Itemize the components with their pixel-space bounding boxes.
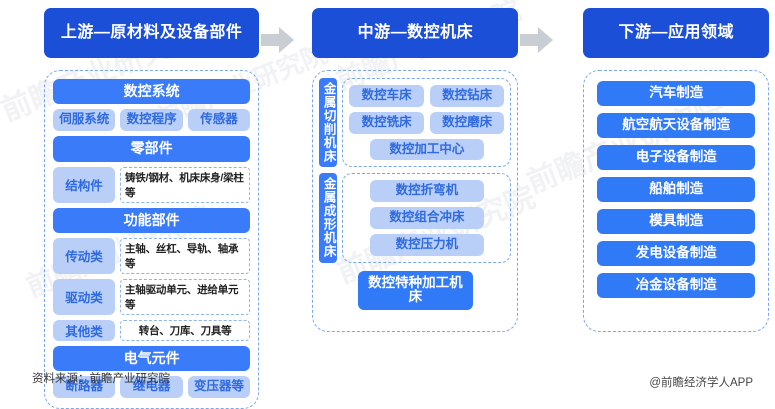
- upstream-row-transmission: 传动类 主轴、丝杠、导轨、轴承等: [53, 237, 251, 274]
- midstream-item-cnc-milling[interactable]: 数控铣床: [349, 111, 424, 134]
- downstream-header: 下游—应用领域: [583, 8, 769, 58]
- midstream-item-cnc-lathe[interactable]: 数控车床: [349, 85, 424, 107]
- upstream-heading-electrical[interactable]: 电气元件: [53, 345, 251, 372]
- downstream-body: 汽车制造 航空航天设备制造 电子设备制造 船舶制造 模具制造 发电设备制造 冶金…: [583, 70, 769, 332]
- midstream-group-metal-cutting-box: 数控车床 数控钻床 数控铣床 数控磨床 数控加工中心: [342, 78, 512, 168]
- midstream-item-machining-center[interactable]: 数控加工中心: [369, 138, 485, 161]
- midstream-bottom-row: 数控特种加工机床: [319, 269, 511, 311]
- midstream-item-cnc-press[interactable]: 数控压力机: [369, 233, 485, 256]
- midstream-column: 中游—数控机床 金属切削机床 数控车床 数控钻床 数控铣床 数控磨床 数控加工中…: [312, 8, 519, 332]
- upstream-value-other: 转台、刀库、刀具等: [120, 319, 251, 341]
- downstream-item-power-generation[interactable]: 发电设备制造: [597, 241, 755, 266]
- midstream-item-cnc-combined-punch[interactable]: 数控组合冲床: [369, 207, 485, 229]
- upstream-tag-structural[interactable]: 结构件: [53, 166, 115, 203]
- midstream-item-special-machining[interactable]: 数控特种加工机床: [357, 270, 473, 311]
- midstream-row-2: 数控铣床 数控磨床: [349, 111, 505, 134]
- upstream-heading-functional-parts[interactable]: 功能部件: [53, 207, 251, 233]
- source-note: 资料来源：前瞻产业研究院: [32, 373, 170, 385]
- upstream-body: 数控系统 伺服系统 数控程序 传感器 零部件 结构件 铸铁/钢材、机床床身/梁柱…: [44, 70, 260, 409]
- midstream-label-metal-forming: 金属成形机床: [319, 173, 338, 263]
- midstream-body: 金属切削机床 数控车床 数控钻床 数控铣床 数控磨床 数控加工中心 金属成形机床: [312, 70, 519, 332]
- midstream-group-metal-cutting: 金属切削机床 数控车床 数控钻床 数控铣床 数控磨床 数控加工中心: [319, 78, 512, 168]
- midstream-group-metal-forming-box: 数控折弯机 数控组合冲床 数控压力机: [342, 173, 512, 263]
- upstream-heading-cnc-system[interactable]: 数控系统: [53, 79, 251, 105]
- midstream-item-cnc-bending[interactable]: 数控折弯机: [369, 180, 485, 202]
- upstream-column: 上游—原材料及设备部件 数控系统 伺服系统 数控程序 传感器 零部件 结构件 铸…: [44, 8, 260, 409]
- downstream-item-shipbuilding[interactable]: 船舶制造: [597, 177, 755, 202]
- upstream-tag-other[interactable]: 其他类: [53, 319, 115, 341]
- midstream-group-metal-forming: 金属成形机床 数控折弯机 数控组合冲床 数控压力机: [319, 173, 512, 263]
- arrow-right-icon: [260, 27, 294, 53]
- arrow-midstream-to-downstream-wrap: [518, 8, 555, 54]
- upstream-header: 上游—原材料及设备部件: [44, 8, 260, 58]
- upstream-item-sensor[interactable]: 传感器: [187, 109, 251, 132]
- upstream-cnc-system-items: 伺服系统 数控程序 传感器: [53, 109, 251, 132]
- upstream-tag-drive[interactable]: 驱动类: [53, 278, 115, 315]
- midstream-row-1: 数控车床 数控钻床: [349, 85, 505, 107]
- upstream-row-structural-parts: 结构件 铸铁/钢材、机床床身/梁柱等: [53, 166, 251, 203]
- downstream-column: 下游—应用领域 汽车制造 航空航天设备制造 电子设备制造 船舶制造 模具制造 发…: [583, 8, 769, 332]
- downstream-item-aerospace[interactable]: 航空航天设备制造: [597, 113, 755, 138]
- upstream-row-other: 其他类 转台、刀库、刀具等: [53, 319, 251, 341]
- upstream-row-drive: 驱动类 主轴驱动单元、进给单元等: [53, 278, 251, 315]
- upstream-value-structural: 铸铁/钢材、机床床身/梁柱等: [120, 166, 251, 203]
- upstream-electrical-items: 断路器 继电器 变压器等: [53, 376, 251, 399]
- arrow-upstream-to-midstream-wrap: [259, 8, 296, 54]
- upstream-value-transmission: 主轴、丝杠、导轨、轴承等: [120, 237, 251, 274]
- upstream-value-drive: 主轴驱动单元、进给单元等: [120, 278, 251, 315]
- midstream-label-metal-cutting: 金属切削机床: [319, 78, 338, 168]
- downstream-item-automotive[interactable]: 汽车制造: [597, 81, 755, 106]
- upstream-item-transformer[interactable]: 变压器等: [187, 376, 251, 399]
- upstream-heading-parts[interactable]: 零部件: [53, 136, 251, 162]
- downstream-item-mold[interactable]: 模具制造: [597, 209, 755, 234]
- upstream-item-circuit-breaker[interactable]: 断路器: [53, 376, 116, 399]
- upstream-item-relay[interactable]: 继电器: [120, 376, 183, 399]
- upstream-item-cnc-program[interactable]: 数控程序: [120, 109, 183, 132]
- upstream-item-servo-system[interactable]: 伺服系统: [53, 109, 116, 132]
- upstream-tag-transmission[interactable]: 传动类: [53, 237, 115, 274]
- midstream-header: 中游—数控机床: [312, 8, 519, 58]
- downstream-item-electronics[interactable]: 电子设备制造: [597, 145, 755, 170]
- downstream-item-metallurgy[interactable]: 冶金设备制造: [597, 273, 755, 298]
- app-credit: @前瞻经济学人APP: [649, 377, 753, 389]
- midstream-item-cnc-drilling[interactable]: 数控钻床: [429, 85, 505, 107]
- midstream-item-cnc-grinding[interactable]: 数控磨床: [429, 111, 505, 134]
- arrow-right-icon: [519, 27, 553, 53]
